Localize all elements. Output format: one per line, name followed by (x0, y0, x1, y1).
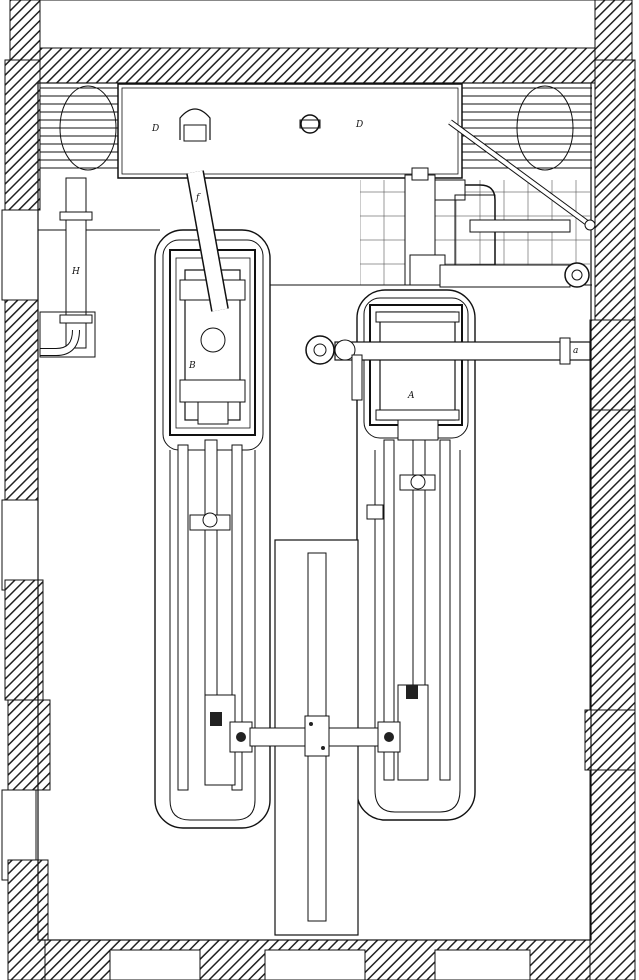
label-H: H (71, 267, 80, 277)
label-D-left: D (151, 124, 159, 134)
cross-beam (305, 335, 591, 401)
label-a: a (573, 346, 578, 356)
crank-shaft (249, 539, 379, 936)
engine-left (154, 170, 271, 829)
boiler-tube-bank (40, 85, 592, 171)
boiler-drum-D (117, 83, 463, 179)
label-B: B (188, 361, 196, 371)
label-D-right: D (355, 120, 363, 130)
label-f: f (195, 193, 201, 203)
feed-pipe-H (39, 177, 96, 358)
engine-right (356, 289, 476, 821)
label-A: A (407, 391, 415, 401)
valve-gear-assembly (404, 119, 596, 288)
